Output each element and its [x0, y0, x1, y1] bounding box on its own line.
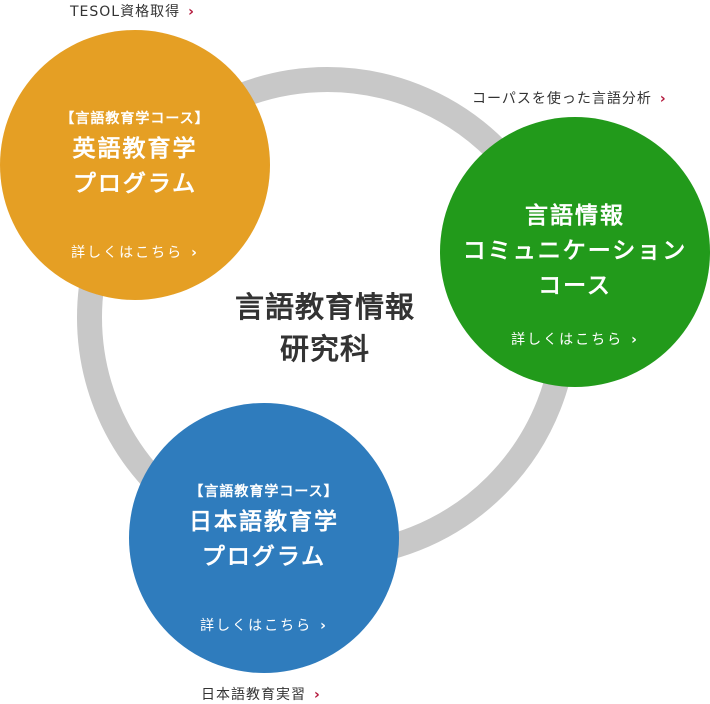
course-title-line2: コミュニケーション — [462, 238, 688, 264]
program-title: 英語教育学 プログラム — [0, 132, 270, 202]
chevron-right-icon: › — [659, 91, 667, 107]
japanese-program-circle[interactable]: 【言語教育学コース】 日本語教育学 プログラム 詳しくはこちら › — [129, 403, 399, 673]
corpus-analysis-link-label: コーパスを使った言語分析 — [472, 91, 652, 107]
japanese-program-more-link[interactable]: 詳しくはこちら › — [129, 615, 399, 635]
japanese-practicum-link-label: 日本語教育実習 — [201, 687, 306, 703]
english-program-more-link[interactable]: 詳しくはこちら › — [0, 242, 270, 262]
chevron-right-icon: › — [320, 618, 328, 634]
course-title: 言語情報 コミュニケーション コース — [440, 199, 710, 304]
center-title-line1: 言語教育情報 — [234, 290, 415, 324]
program-title-line2: プログラム — [72, 171, 198, 197]
chevron-right-icon: › — [314, 687, 321, 703]
course-title-line3: コース — [538, 273, 612, 299]
english-program-circle[interactable]: 【言語教育学コース】 英語教育学 プログラム 詳しくはこちら › — [0, 30, 270, 300]
communication-course-circle[interactable]: 言語情報 コミュニケーション コース 詳しくはこちら › — [440, 117, 710, 387]
program-title: 日本語教育学 プログラム — [129, 505, 399, 575]
chevron-right-icon: › — [188, 4, 195, 20]
program-title-line1: 日本語教育学 — [189, 509, 339, 535]
corpus-analysis-link[interactable]: コーパスを使った言語分析 › — [472, 88, 667, 108]
course-tag: 【言語教育学コース】 — [60, 111, 210, 127]
chevron-right-icon: › — [191, 245, 199, 261]
japanese-practicum-link[interactable]: 日本語教育実習 › — [201, 684, 321, 704]
course-tag: 【言語教育学コース】 — [189, 484, 339, 500]
center-title-line2: 研究科 — [279, 332, 370, 366]
chevron-right-icon: › — [631, 332, 639, 348]
more-label: 詳しくはこちら — [71, 245, 184, 261]
course-title-line1: 言語情報 — [525, 203, 625, 229]
more-label: 詳しくはこちら — [200, 618, 313, 634]
graduate-school-title: 言語教育情報 研究科 — [180, 286, 470, 370]
program-title-line2: プログラム — [201, 544, 327, 570]
communication-course-more-link[interactable]: 詳しくはこちら › — [440, 329, 710, 349]
program-title-line1: 英語教育学 — [72, 136, 198, 162]
tesol-link[interactable]: TESOL資格取得 › — [70, 1, 195, 21]
tesol-link-label: TESOL資格取得 — [70, 4, 181, 20]
more-label: 詳しくはこちら — [511, 332, 624, 348]
